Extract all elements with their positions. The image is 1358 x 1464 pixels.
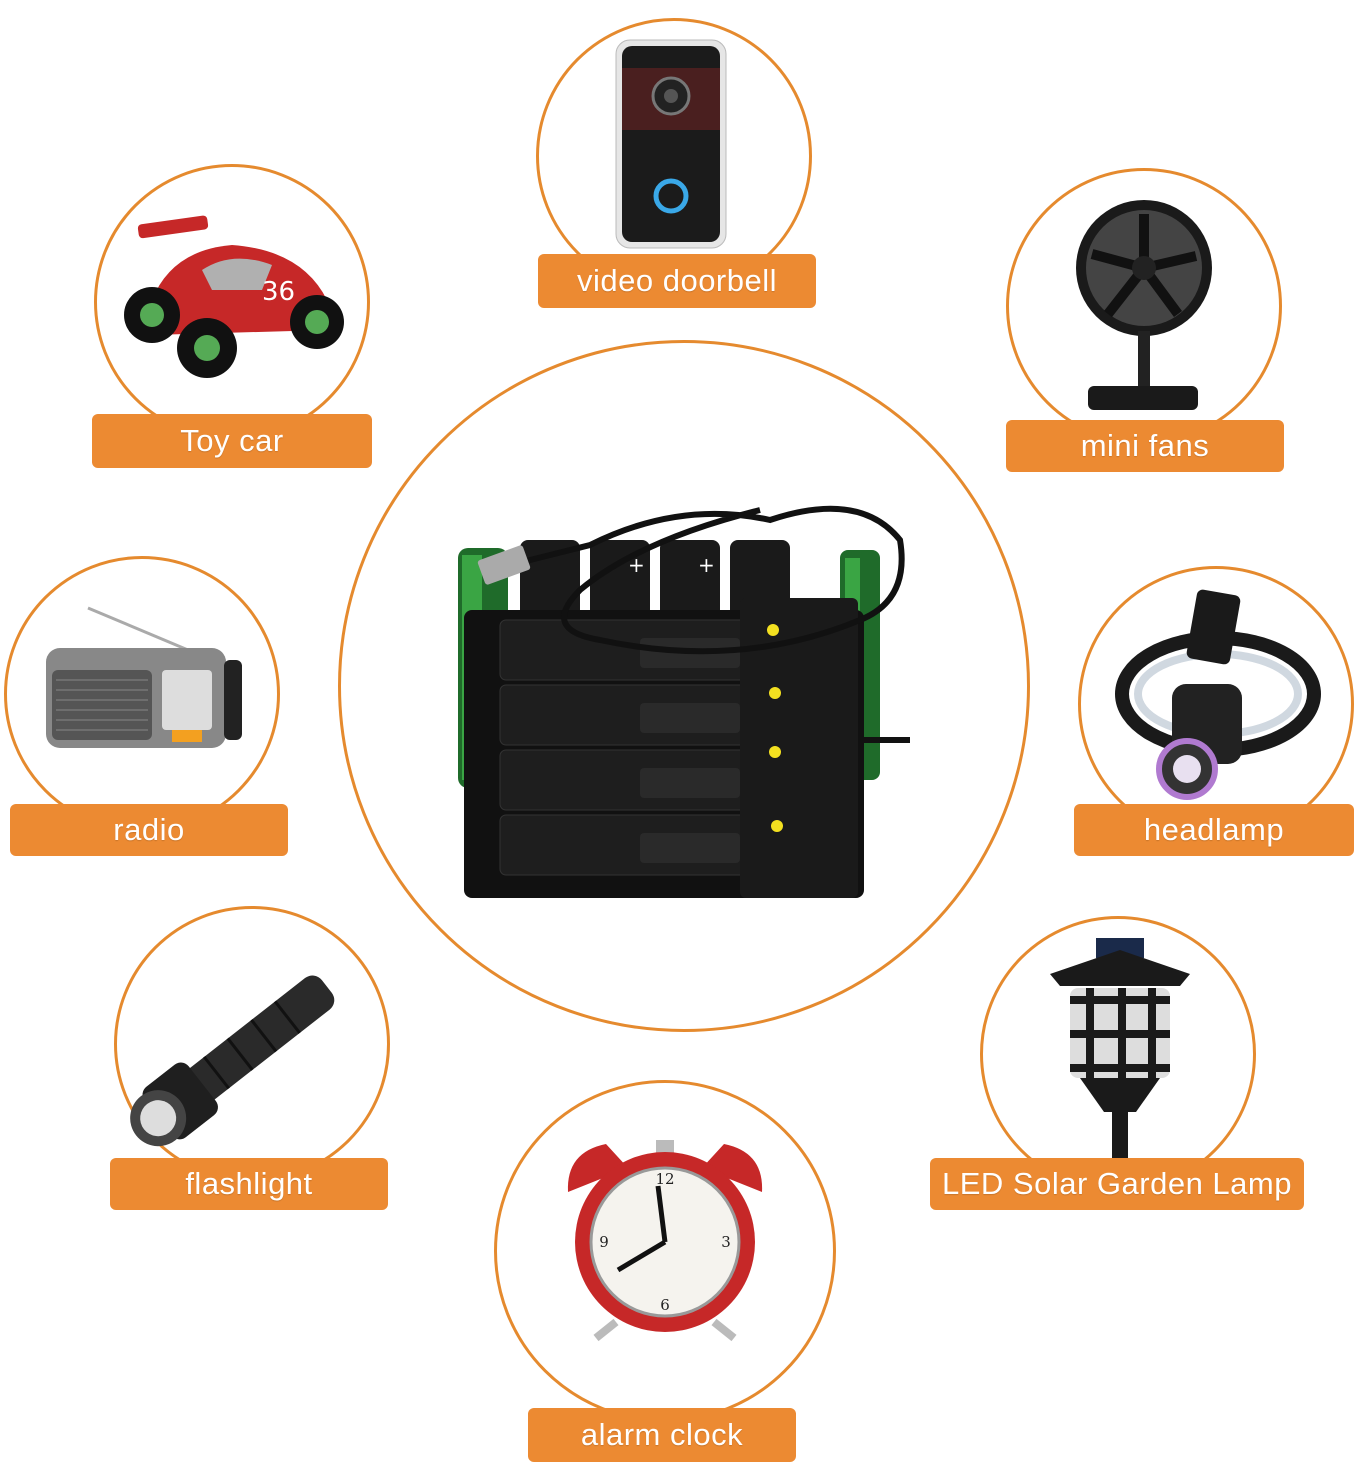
video-doorbell-icon bbox=[615, 39, 727, 249]
flashlight-label: flashlight bbox=[110, 1158, 388, 1210]
alarm-clock-icon: 12 3 6 9 bbox=[567, 1140, 763, 1342]
toy-car-label: Toy car bbox=[92, 414, 372, 468]
flashlight-icon bbox=[130, 975, 335, 1147]
fan-icon bbox=[1076, 200, 1212, 410]
svg-text:12: 12 bbox=[655, 1170, 674, 1188]
headlamp-label: headlamp bbox=[1074, 804, 1354, 856]
mini-fans-label: mini fans bbox=[1006, 420, 1284, 472]
solar-lamp-label: LED Solar Garden Lamp bbox=[930, 1158, 1304, 1210]
svg-text:36: 36 bbox=[262, 277, 295, 307]
alarm-clock-label: alarm clock bbox=[528, 1408, 796, 1462]
battery-charger-icon: + + bbox=[458, 505, 910, 898]
radio-label: radio bbox=[10, 804, 288, 856]
svg-text:3: 3 bbox=[721, 1233, 731, 1251]
video-doorbell-label: video doorbell bbox=[538, 254, 816, 308]
svg-text:6: 6 bbox=[660, 1296, 670, 1314]
svg-text:9: 9 bbox=[599, 1233, 609, 1251]
headlamp-icon bbox=[1115, 589, 1321, 800]
solar-lamp-icon bbox=[1050, 938, 1190, 1158]
svg-text:+: + bbox=[698, 553, 715, 577]
toy-car-icon: 36 bbox=[124, 215, 344, 378]
radio-icon bbox=[46, 606, 242, 748]
